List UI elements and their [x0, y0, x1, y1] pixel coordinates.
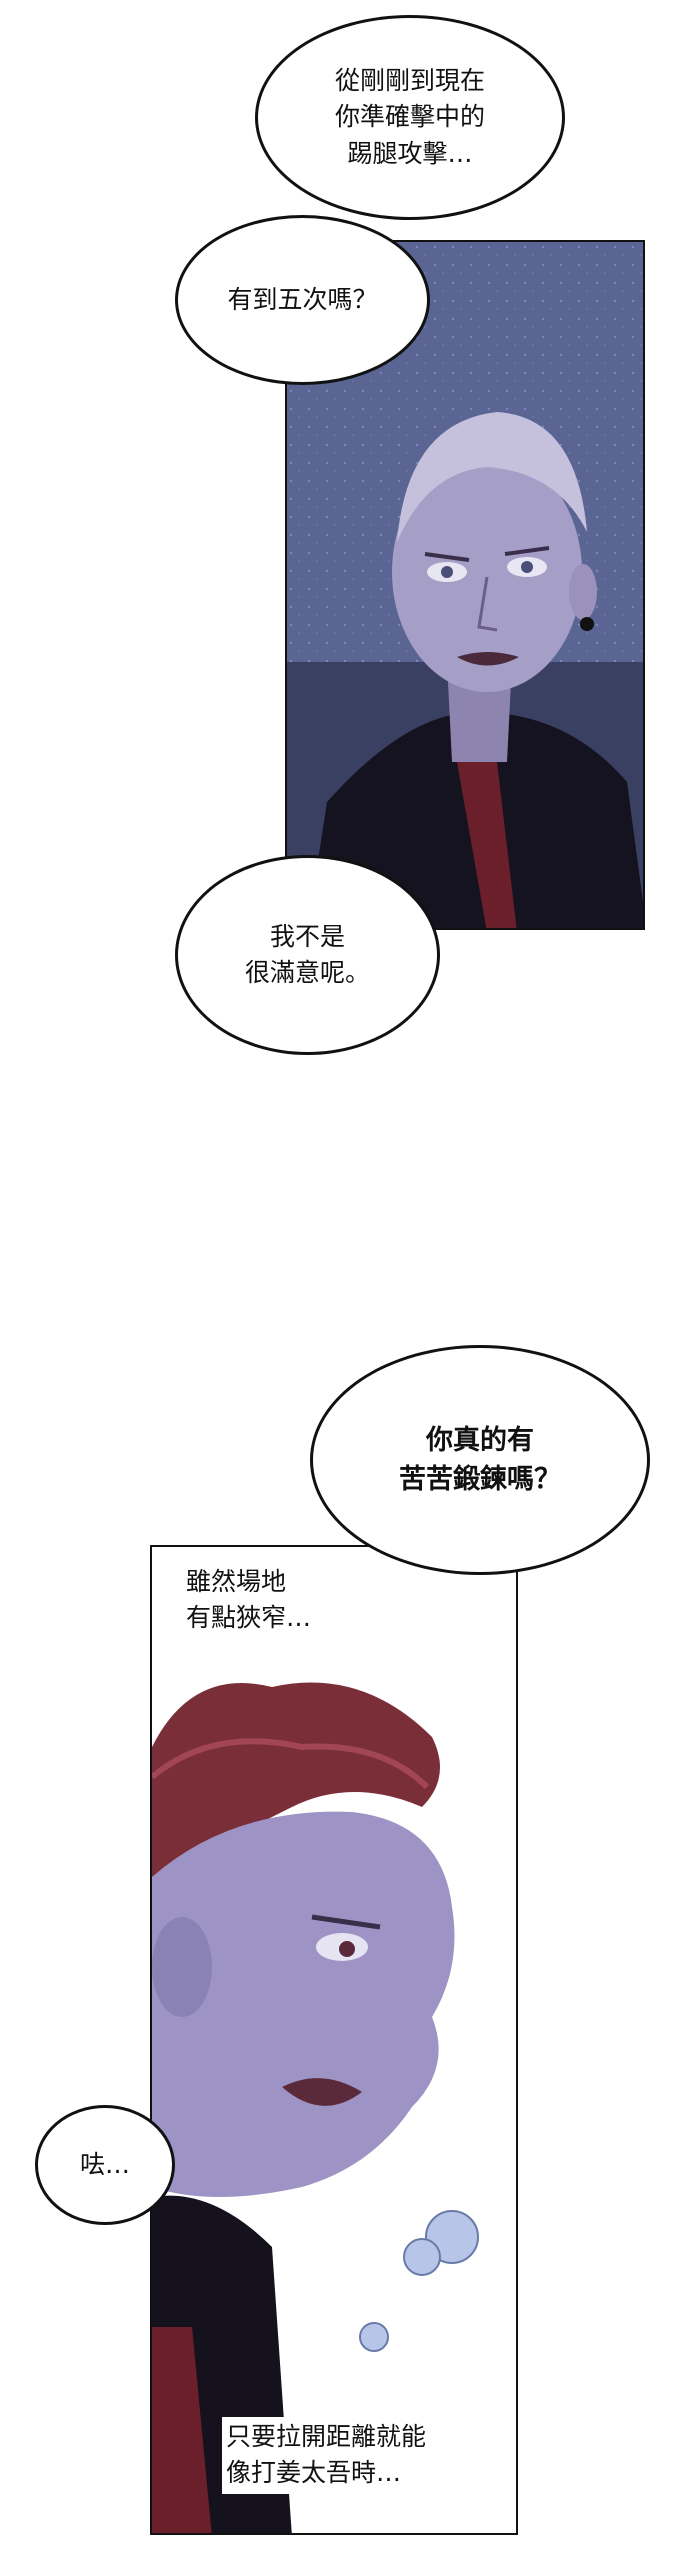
speech-bubble-tsk: 呿…	[35, 2105, 175, 2225]
speech-text-tsk: 呿…	[79, 2149, 130, 2179]
speech-text-not-satisfied: 我不是 很滿意呢。	[244, 921, 370, 987]
narration-bottom: 只要拉開距離就能 像打姜太吾時…	[222, 2417, 431, 2494]
speech-bubble-five-times: 有到五次嗎？	[175, 215, 430, 385]
speech-bubble-kicks: 從剛剛到現在 你準確擊中的 踢腿攻擊…	[255, 15, 565, 220]
speech-text-five-times: 有到五次嗎？	[227, 284, 378, 314]
red-haired-man-illustration	[152, 1682, 479, 2533]
panel-bald-man	[285, 240, 645, 930]
speech-bubble-not-satisfied: 我不是 很滿意呢。	[175, 855, 440, 1055]
narration-top: 雖然場地 有點狹窄…	[182, 1562, 316, 1639]
speech-text-question: 你真的有 苦苦鍛鍊嗎？	[399, 1424, 561, 1495]
panel-red-haired-man: 雖然場地 有點狹窄… 只要拉開距離就能 像打姜太吾時…	[150, 1545, 518, 2535]
bald-man-illustration	[287, 242, 643, 928]
speech-bubble-question: 你真的有 苦苦鍛鍊嗎？	[310, 1345, 650, 1575]
speech-text-kicks: 從剛剛到現在 你準確擊中的 踢腿攻擊…	[334, 66, 485, 168]
